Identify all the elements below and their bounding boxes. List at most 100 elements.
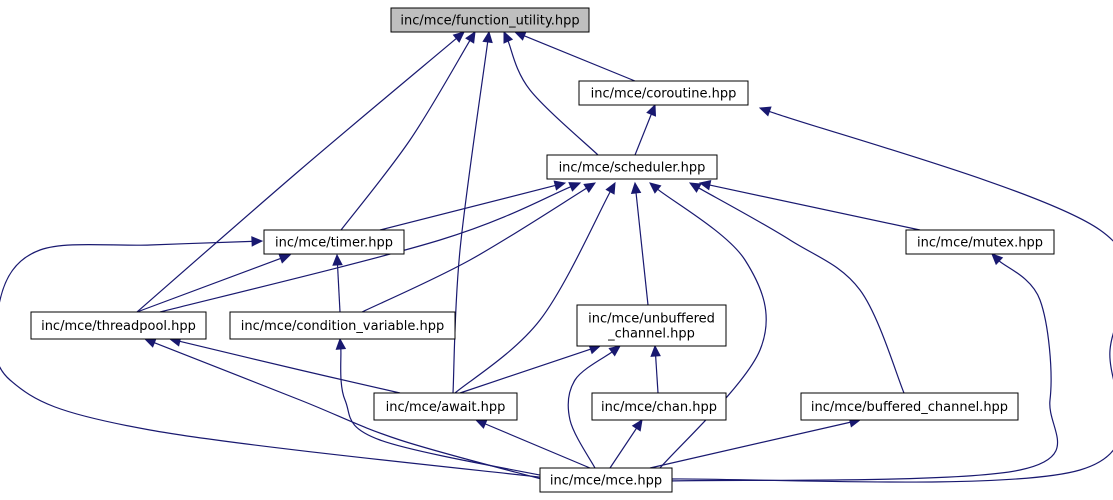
edge-line bbox=[340, 348, 561, 480]
node-label: inc/mce/await.hpp bbox=[386, 400, 506, 415]
edge-line bbox=[159, 186, 571, 313]
node-box bbox=[390, 7, 590, 33]
node-label: inc/mce/coroutine.hpp bbox=[591, 87, 737, 102]
edge-scheduler-to-function_utility bbox=[503, 30, 599, 156]
edge-mce-to-scheduler bbox=[649, 182, 767, 469]
edge-mce-to-unbuffered_channel bbox=[567, 345, 621, 469]
arrow-head bbox=[332, 253, 343, 266]
node-box bbox=[591, 392, 727, 421]
node-mce[interactable]: inc/mce/mce.hpp bbox=[539, 467, 673, 493]
node-threadpool[interactable]: inc/mce/threadpool.hpp bbox=[30, 311, 207, 340]
node-label: inc/mce/condition_variable.hpp bbox=[241, 319, 445, 334]
node-unbuffered-channel[interactable]: inc/mce/unbuffered_channel.hpp bbox=[576, 304, 727, 347]
node-timer[interactable]: inc/mce/timer.hpp bbox=[263, 229, 405, 255]
node-label: _channel.hpp bbox=[607, 327, 695, 342]
node-label: inc/mce/threadpool.hpp bbox=[41, 319, 196, 334]
node-label: inc/mce/mutex.hpp bbox=[917, 236, 1043, 251]
edge-unbuffered_channel-to-scheduler bbox=[630, 181, 649, 306]
node-label: inc/mce/unbuffered bbox=[588, 312, 715, 327]
edge-await-to-threadpool bbox=[168, 336, 401, 394]
edge-line bbox=[698, 187, 905, 394]
edge-line bbox=[379, 184, 556, 231]
arrow-head bbox=[608, 345, 621, 357]
node-label: inc/mce/function_utility.hpp bbox=[400, 14, 579, 29]
edge-timer-to-scheduler bbox=[379, 180, 567, 231]
edge-mce-to-condition_variable bbox=[335, 337, 561, 480]
arrow-head bbox=[631, 418, 643, 432]
node-function-utility[interactable]: inc/mce/function_utility.hpp bbox=[390, 7, 590, 33]
edge-line bbox=[524, 35, 636, 82]
node-condition-variable[interactable]: inc/mce/condition_variable.hpp bbox=[229, 311, 456, 340]
node-box bbox=[229, 311, 456, 340]
edge-line bbox=[635, 192, 649, 306]
edge-line bbox=[454, 191, 611, 394]
arrow-head bbox=[278, 253, 292, 264]
arrow-head bbox=[568, 182, 582, 192]
arrow-head bbox=[452, 31, 465, 43]
arrow-head bbox=[143, 337, 157, 348]
nodes-layer: inc/mce/function_utility.hpp inc/mce/coro… bbox=[30, 7, 1055, 493]
edge-condition_variable-to-scheduler bbox=[361, 182, 597, 313]
edge-await-to-scheduler bbox=[454, 181, 616, 394]
edge-mce-to-await bbox=[474, 419, 591, 469]
edge-line bbox=[709, 184, 921, 231]
arrow-head bbox=[553, 180, 567, 191]
edge-condition_variable-to-timer bbox=[332, 253, 343, 313]
edges-layer bbox=[0, 30, 1113, 483]
node-scheduler[interactable]: inc/mce/scheduler.hpp bbox=[546, 154, 718, 180]
arrow-head bbox=[991, 253, 1004, 266]
node-box bbox=[263, 229, 405, 255]
node-label: inc/mce/chan.hpp bbox=[601, 400, 717, 415]
edge-line bbox=[336, 264, 341, 313]
edge-threadpool-to-scheduler bbox=[159, 182, 582, 313]
edge-threadpool-to-timer bbox=[136, 253, 292, 313]
node-label: inc/mce/scheduler.hpp bbox=[559, 161, 706, 176]
node-label: inc/mce/mce.hpp bbox=[550, 474, 662, 489]
node-buffered-channel[interactable]: inc/mce/buffered_channel.hpp bbox=[800, 392, 1019, 421]
arrow-head bbox=[482, 30, 493, 44]
edge-buffered_channel-to-scheduler bbox=[688, 182, 905, 394]
edge-line bbox=[669, 110, 1113, 483]
node-box bbox=[576, 304, 727, 347]
node-box bbox=[905, 229, 1055, 255]
arrow-head bbox=[649, 182, 662, 194]
arrow-head bbox=[335, 337, 347, 350]
edge-line bbox=[136, 37, 457, 313]
edge-line bbox=[484, 423, 591, 469]
arrow-head bbox=[465, 30, 476, 44]
edge-line bbox=[669, 260, 1059, 482]
arrow-head bbox=[474, 419, 488, 429]
node-box bbox=[373, 392, 518, 421]
edge-line bbox=[136, 257, 281, 313]
node-mutex[interactable]: inc/mce/mutex.hpp bbox=[905, 229, 1055, 255]
edge-threadpool-to-function_utility bbox=[136, 31, 465, 313]
edge-line bbox=[567, 351, 613, 469]
edge-await-to-function_utility bbox=[452, 30, 493, 394]
arrow-head bbox=[251, 236, 264, 247]
arrow-head bbox=[650, 344, 661, 357]
node-box bbox=[546, 154, 718, 180]
edge-line bbox=[459, 348, 591, 394]
arrow-head bbox=[688, 182, 702, 193]
edge-line bbox=[340, 40, 471, 231]
arrow-head bbox=[758, 106, 772, 117]
edge-mce-to-timer bbox=[0, 236, 566, 481]
edge-line bbox=[634, 114, 652, 156]
edge-chan-to-unbuffered_channel bbox=[650, 344, 661, 394]
edge-mutex-to-scheduler bbox=[698, 180, 921, 231]
edge-line bbox=[507, 40, 599, 156]
edge-timer-to-function_utility bbox=[340, 30, 476, 231]
edge-mce-to-mutex bbox=[669, 253, 1059, 482]
node-box bbox=[30, 311, 207, 340]
edge-line bbox=[649, 421, 851, 469]
arrow-head bbox=[583, 182, 597, 194]
node-box bbox=[578, 80, 749, 106]
arrow-head bbox=[503, 30, 514, 44]
edge-line bbox=[361, 187, 587, 313]
node-await[interactable]: inc/mce/await.hpp bbox=[373, 392, 518, 421]
node-coroutine[interactable]: inc/mce/coroutine.hpp bbox=[578, 80, 749, 106]
node-box bbox=[539, 467, 673, 493]
edge-line bbox=[452, 41, 489, 394]
node-chan[interactable]: inc/mce/chan.hpp bbox=[591, 392, 727, 421]
